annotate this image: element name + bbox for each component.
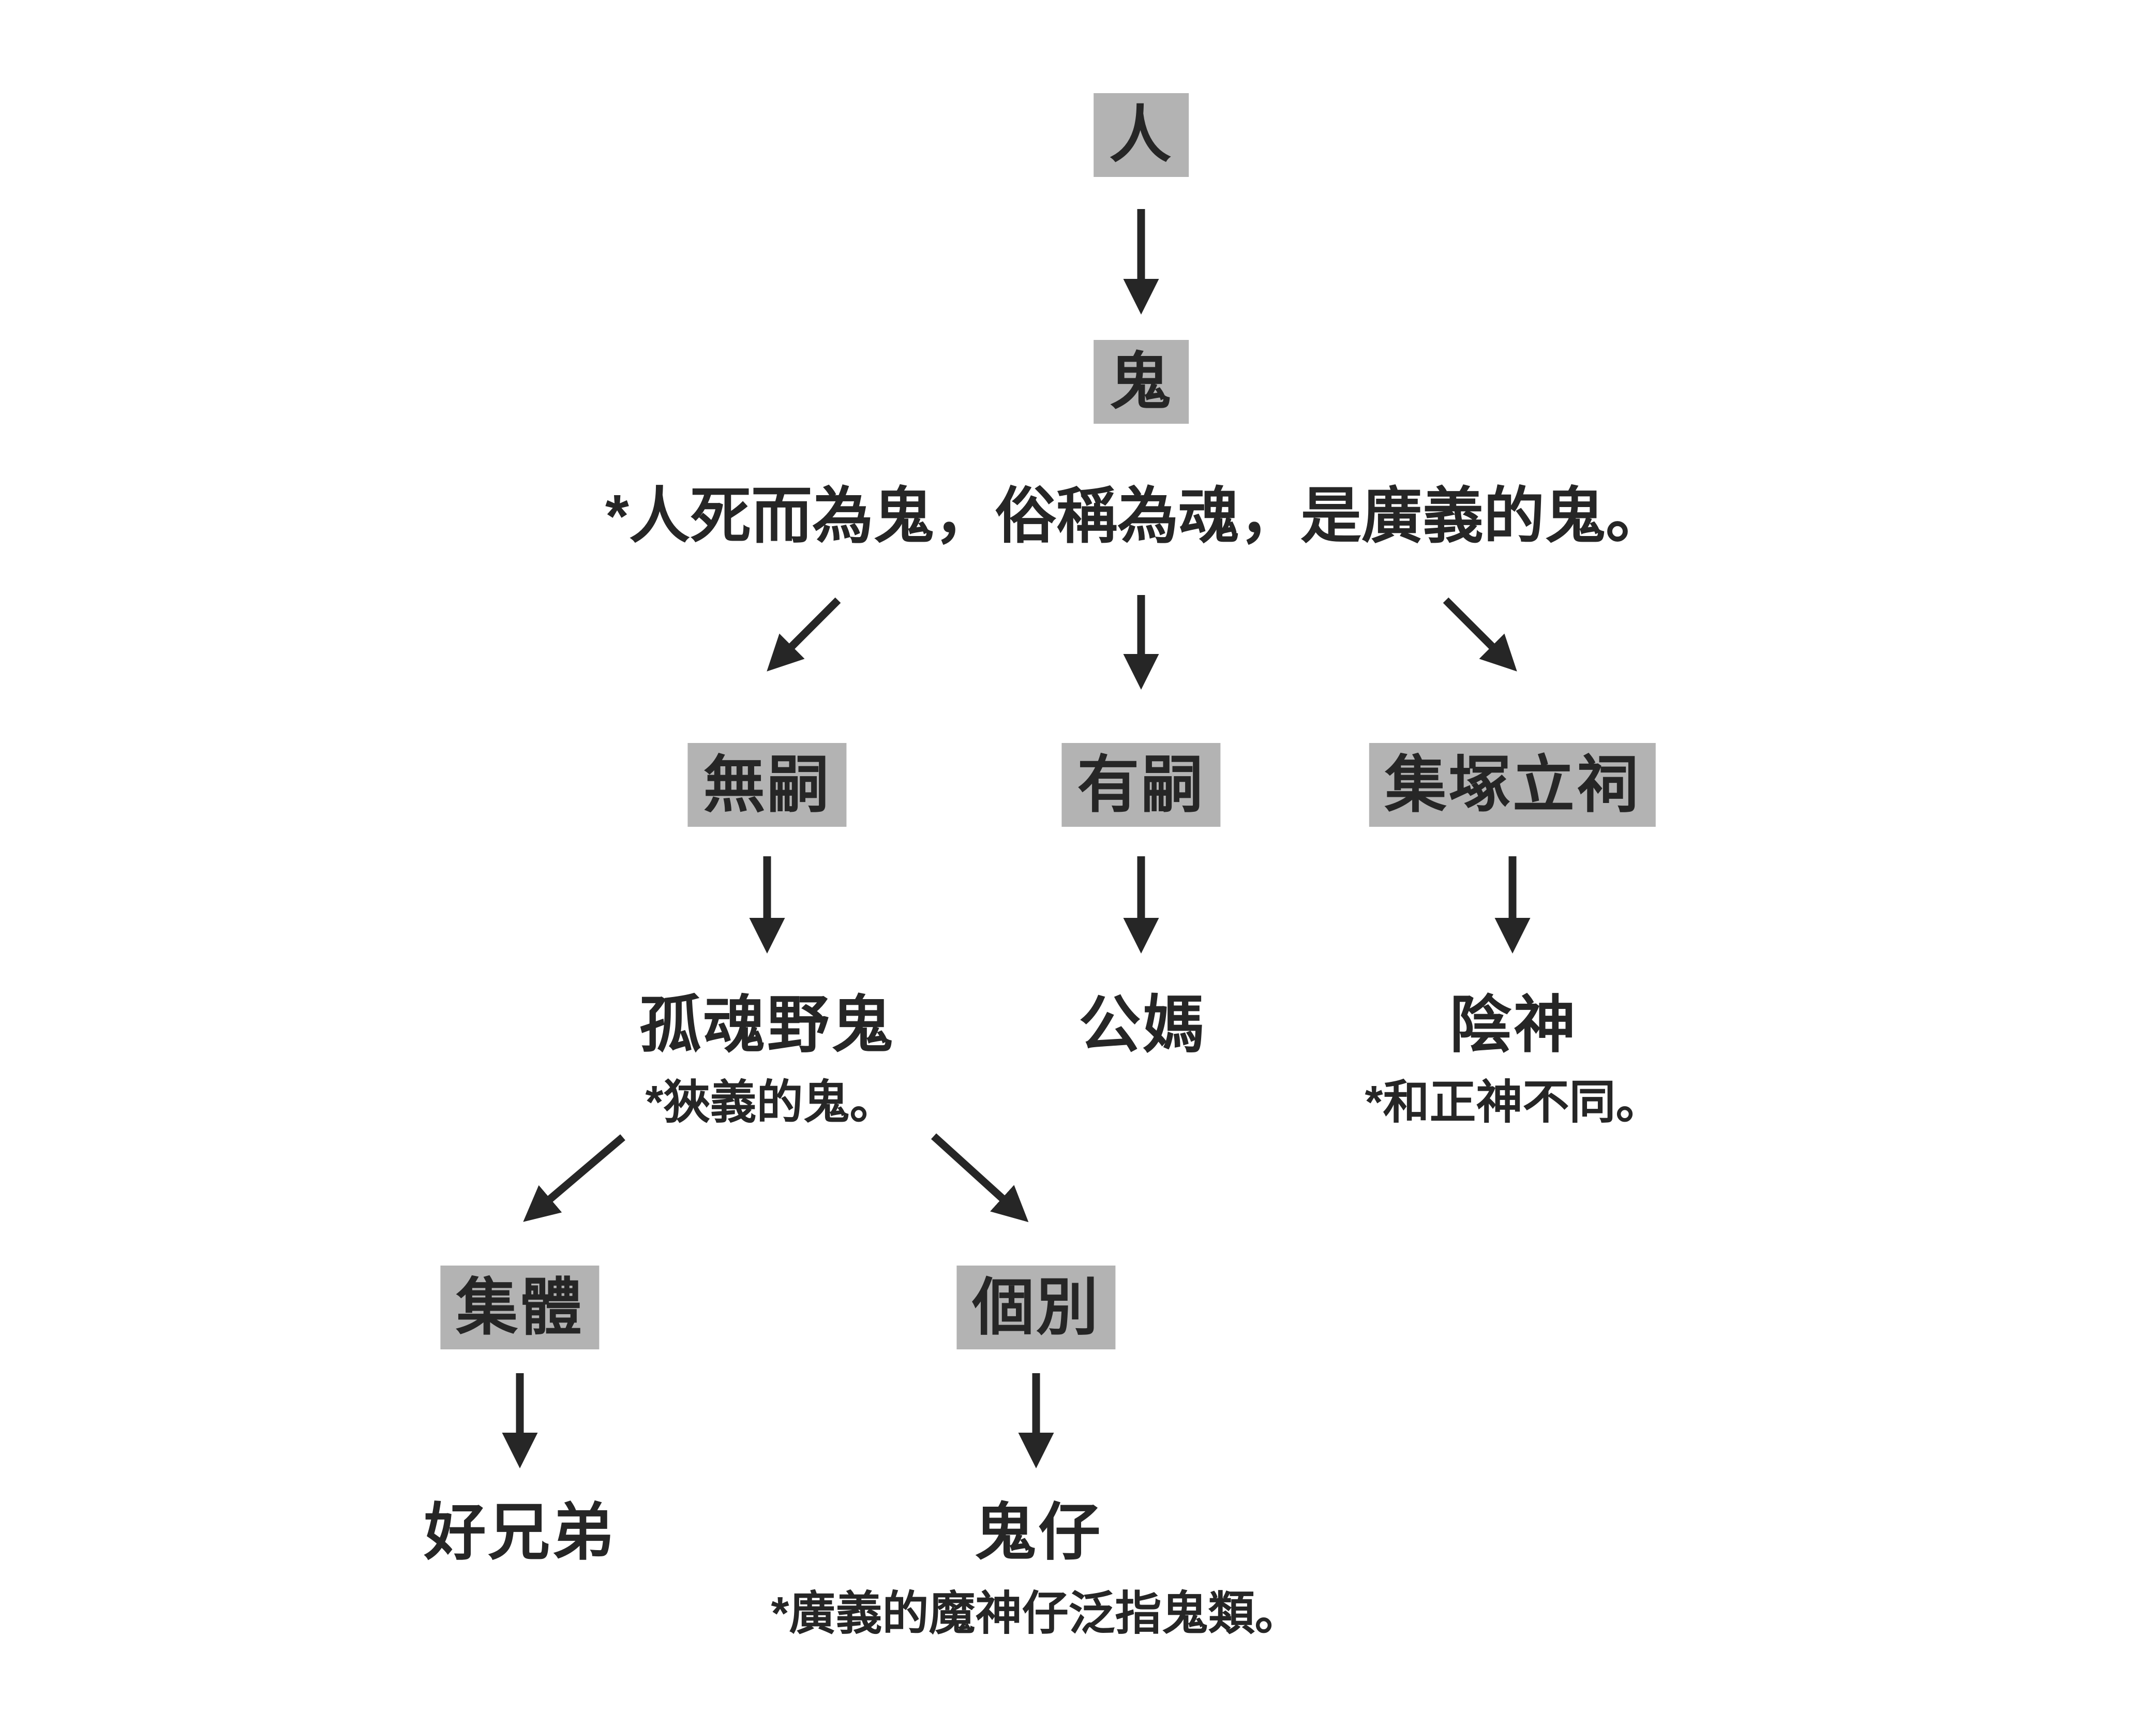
node-ancestors: 公媽 bbox=[1079, 990, 1207, 1060]
arrow-ghost-to-no-heir bbox=[767, 597, 841, 672]
node-person: 人 bbox=[1094, 93, 1189, 177]
arrow-ghost-to-shrine bbox=[1443, 597, 1517, 672]
node-ghost-kid: 鬼仔 bbox=[974, 1498, 1102, 1567]
node-lonely-wild-ghosts: 孤魂野鬼 bbox=[639, 990, 895, 1060]
node-no-heir: 無嗣 bbox=[687, 743, 847, 827]
node-good-brothers: 好兄弟 bbox=[424, 1498, 616, 1567]
arrow-lonely-to-collective bbox=[523, 1134, 625, 1222]
node-collective: 集體 bbox=[440, 1266, 600, 1349]
node-individual: 個別 bbox=[956, 1266, 1116, 1349]
ghost-kid-note: *廣義的魔神仔泛指鬼類。 bbox=[771, 1588, 1301, 1640]
yin-deity-note: *和正神不同。 bbox=[1365, 1077, 1663, 1128]
node-has-heir: 有嗣 bbox=[1061, 743, 1221, 827]
arrow-lonely-to-individual bbox=[931, 1133, 1029, 1223]
ghost-annotation: *人死而為鬼，俗稱為魂，是廣義的鬼。 bbox=[605, 482, 1667, 551]
node-ghost: 鬼 bbox=[1094, 340, 1189, 424]
node-yin-deity: 陰神 bbox=[1449, 990, 1578, 1060]
lonely-wild-ghosts-note: *狹義的鬼。 bbox=[645, 1077, 896, 1128]
node-collective-shrine: 集塚立祠 bbox=[1369, 743, 1656, 827]
